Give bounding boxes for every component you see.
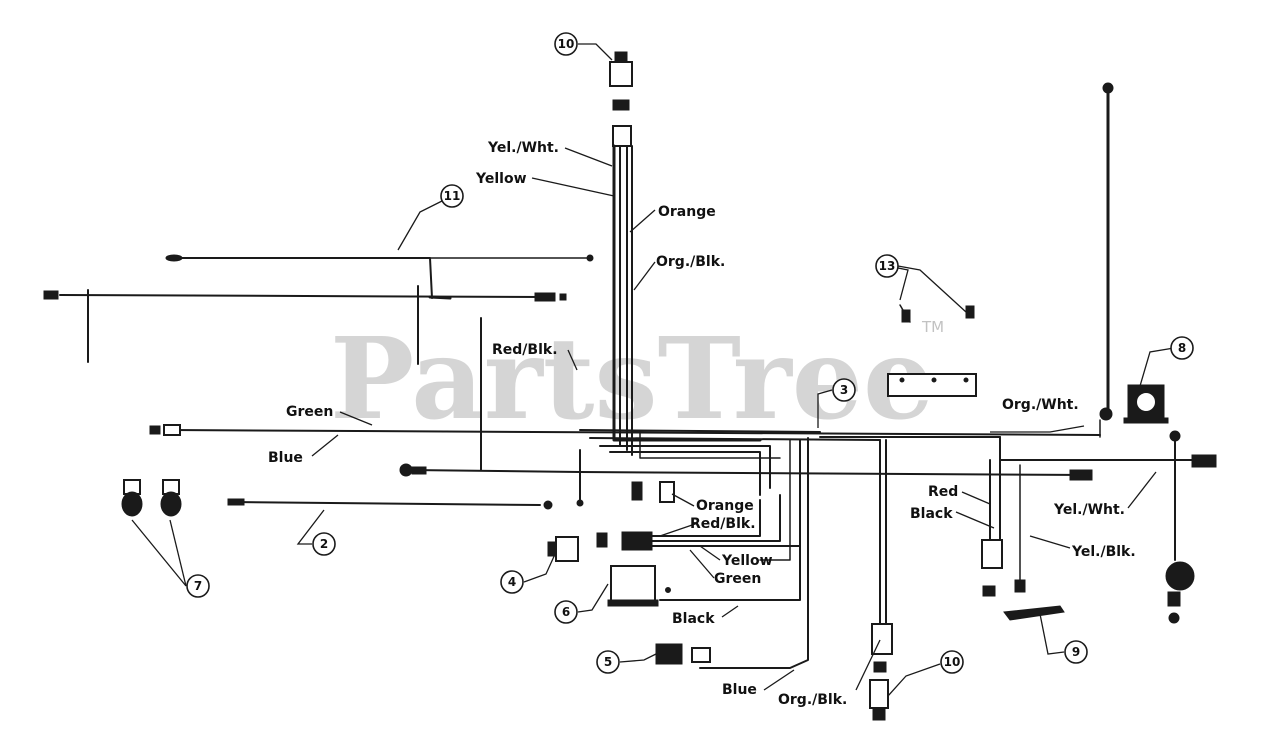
callout-7: 7 bbox=[186, 574, 210, 598]
svg-text:4: 4 bbox=[508, 575, 516, 589]
svg-text:9: 9 bbox=[1072, 645, 1080, 659]
callout-3: 3 bbox=[832, 378, 856, 402]
label-yellow-top: Yellow bbox=[475, 171, 527, 187]
part-9-key bbox=[1003, 605, 1065, 621]
callout-9: 9 bbox=[1064, 640, 1088, 664]
main-harness bbox=[149, 424, 1217, 669]
callout-10-top: 10 bbox=[554, 32, 578, 56]
watermark-trademark: TM bbox=[921, 318, 944, 336]
svg-text:10: 10 bbox=[944, 655, 961, 669]
svg-text:5: 5 bbox=[604, 655, 612, 669]
callout-6: 6 bbox=[554, 600, 578, 624]
label-leader-lines bbox=[131, 43, 1175, 697]
svg-text:8: 8 bbox=[1178, 341, 1186, 355]
main-trunk-bundle bbox=[612, 144, 762, 456]
lead-wire-2 bbox=[227, 498, 553, 510]
label-green-mid: Green bbox=[714, 571, 761, 587]
wire-labels: Yel./Wht. Yellow Orange Org./Blk. Red/Bl… bbox=[268, 140, 1136, 708]
svg-text:3: 3 bbox=[840, 383, 848, 397]
label-orange-top: Orange bbox=[658, 204, 716, 220]
label-orange-mid: Orange bbox=[696, 498, 754, 514]
svg-text:7: 7 bbox=[194, 579, 202, 593]
connector-10-top bbox=[609, 51, 633, 147]
center-connector bbox=[621, 494, 801, 551]
switch-5 bbox=[655, 643, 711, 665]
label-yel-wht-right: Yel./Wht. bbox=[1053, 502, 1125, 518]
label-blue-left: Blue bbox=[268, 450, 303, 466]
switch-4 bbox=[547, 536, 579, 562]
vertical-lead-right bbox=[1099, 82, 1114, 438]
svg-text:6: 6 bbox=[562, 605, 570, 619]
label-yel-blk-right: Yel./Blk. bbox=[1071, 544, 1136, 560]
svg-text:2: 2 bbox=[320, 537, 328, 551]
label-red-blk-left: Red/Blk. bbox=[492, 342, 558, 358]
connector-small-c bbox=[596, 532, 608, 548]
bracket-plate bbox=[887, 373, 977, 397]
callout-8: 8 bbox=[1170, 336, 1194, 360]
callout-5: 5 bbox=[596, 650, 620, 674]
callout-4: 4 bbox=[500, 570, 524, 594]
connector-small-b bbox=[659, 481, 675, 503]
label-red-blk-mid: Red/Blk. bbox=[690, 516, 756, 532]
connector-10-bottom bbox=[869, 623, 893, 721]
module-6 bbox=[607, 565, 671, 607]
label-org-blk-bottom: Org./Blk. bbox=[778, 692, 847, 708]
bulbs-7 bbox=[121, 479, 182, 517]
svg-text:13: 13 bbox=[879, 259, 896, 273]
label-red-right: Red bbox=[928, 484, 958, 500]
connector-small-a bbox=[631, 481, 643, 501]
svg-text:11: 11 bbox=[444, 189, 461, 203]
callout-2: 2 bbox=[312, 532, 336, 556]
svg-text:10: 10 bbox=[558, 37, 575, 51]
label-org-wht-right: Org./Wht. bbox=[1002, 397, 1079, 413]
callout-11: 11 bbox=[440, 184, 464, 208]
right-wiring bbox=[981, 430, 1195, 624]
label-org-blk-top: Org./Blk. bbox=[656, 254, 725, 270]
label-yel-wht-top: Yel./Wht. bbox=[487, 140, 559, 156]
lead-wire-upper bbox=[43, 285, 567, 365]
label-green-left: Green bbox=[286, 404, 333, 420]
callout-13: 13 bbox=[875, 254, 899, 278]
label-black-mid: Black bbox=[672, 611, 715, 627]
label-yellow-mid: Yellow bbox=[721, 553, 773, 569]
lower-lead bbox=[399, 449, 1093, 507]
lead-wire-11 bbox=[165, 254, 594, 299]
label-blue-bottom: Blue bbox=[722, 682, 757, 698]
callout-10-bottom: 10 bbox=[940, 650, 964, 674]
component-8 bbox=[1123, 384, 1169, 424]
label-black-right: Black bbox=[910, 506, 953, 522]
